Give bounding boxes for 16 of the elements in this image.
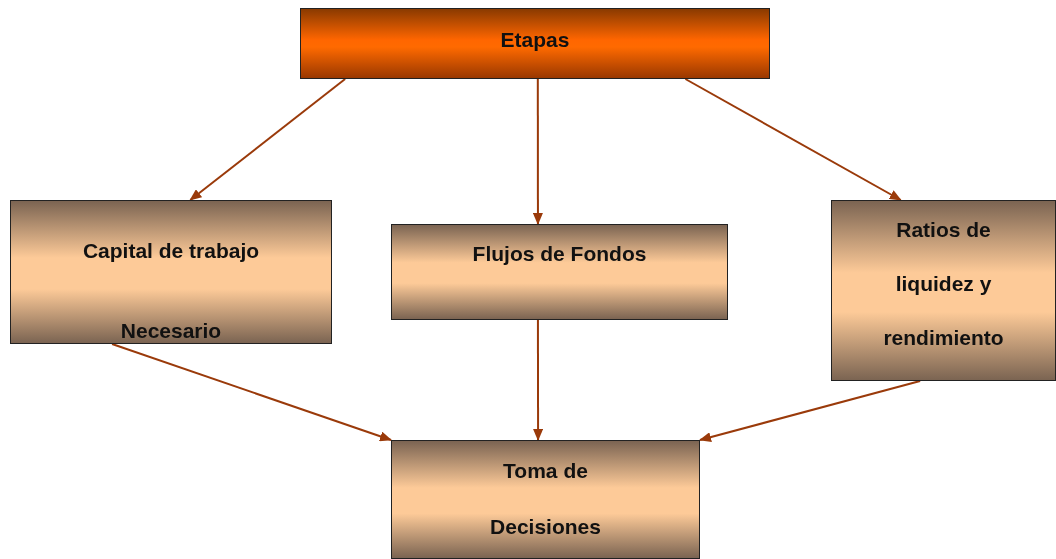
arrow xyxy=(684,78,902,201)
process-box xyxy=(831,200,1056,381)
arrow xyxy=(533,319,544,441)
arrow xyxy=(699,380,922,442)
process-box xyxy=(391,440,700,559)
arrow xyxy=(189,78,347,201)
box-label: Toma de Decisiones xyxy=(489,458,602,540)
arrow xyxy=(111,343,392,442)
process-box xyxy=(391,224,728,320)
box-label: Capital de trabajo Necesario xyxy=(81,238,261,344)
process-box xyxy=(10,200,332,344)
box-label: Ratios de liquidez y rendimiento xyxy=(882,217,1005,351)
box-label: Flujos de Fondos xyxy=(472,241,647,267)
box-label: Etapas xyxy=(500,27,570,53)
arrow xyxy=(532,78,543,225)
header-box xyxy=(300,8,770,79)
